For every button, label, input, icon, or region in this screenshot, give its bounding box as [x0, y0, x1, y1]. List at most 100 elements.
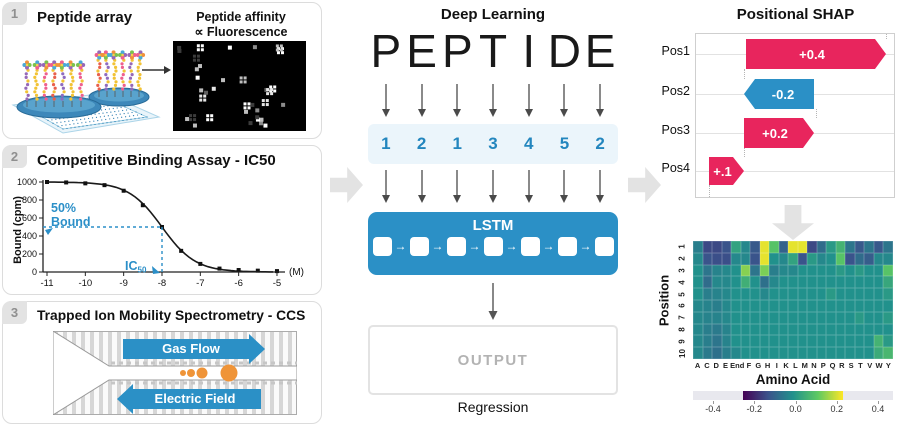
heatmap-row-label: 2: [677, 256, 687, 261]
heatmap-cell: [721, 288, 732, 300]
shap-heatmap: [693, 241, 893, 359]
fluorescence-spot: [200, 44, 204, 48]
fluorescence-spot: [177, 48, 182, 53]
shap-row-label: Pos3: [661, 123, 691, 137]
heatmap-cell: [854, 323, 865, 336]
heatmap-col-label: D: [713, 361, 719, 370]
heatmap-cell: [778, 300, 789, 312]
fluorescence-spot: [210, 118, 214, 122]
heatmap-cell: [759, 264, 770, 277]
heatmap-cell: [712, 276, 722, 289]
heatmap-cell: [721, 311, 732, 324]
heatmap-col-label: W: [875, 361, 883, 370]
lstm-cell: [372, 237, 392, 256]
heatmap-cell: [769, 347, 779, 359]
heatmap-cell: [807, 288, 817, 300]
fluorescence-spot: [239, 80, 243, 84]
heatmap-colorbar: [693, 391, 893, 400]
heatmap-cell: [721, 252, 732, 265]
data-point: [255, 268, 260, 273]
heatmap-cell: [778, 323, 789, 336]
heatmap-cell: [835, 288, 846, 300]
fluorescence-spot: [280, 51, 284, 55]
peptide-array-illustration: [11, 50, 161, 134]
heatmap-cell: [788, 264, 798, 277]
heatmap-cell: [816, 323, 827, 336]
fluorescence-spot: [239, 76, 243, 80]
half-bound-label-2: Bound: [51, 215, 91, 229]
heatmap-cell: [721, 300, 732, 312]
heatmap-cell: [759, 311, 770, 324]
heatmap-cell: [759, 323, 770, 336]
heatmap-cell: [778, 335, 789, 348]
lstm-box: LSTM →→→→→→: [368, 212, 618, 275]
ic50-annotation: IC50: [125, 259, 147, 275]
lstm-cells-row: →→→→→→: [372, 237, 614, 256]
down-arrow-icon: [560, 84, 569, 117]
data-point: [236, 268, 241, 273]
fluorescence-spot: [279, 44, 283, 48]
heatmap-cell: [826, 276, 836, 289]
heatmap-cell: [873, 347, 884, 359]
heatmap-cell: [702, 288, 713, 300]
fluorescence-spot: [279, 48, 283, 52]
heatmap-cell: [740, 335, 751, 348]
heatmap-row-label: 3: [677, 268, 687, 273]
fluorescence-spot: [258, 121, 263, 126]
heatmap-cell: [826, 311, 836, 324]
heatmap-cell: [883, 335, 893, 348]
heatmap-cell: [864, 276, 874, 289]
x-tick-label: -10: [78, 278, 92, 289]
heatmap-cell: [778, 252, 789, 265]
ion-particle: [187, 369, 195, 377]
fluorescence-spot: [196, 54, 200, 58]
colorbar-tick: [836, 401, 838, 404]
heatmap-cell: [788, 300, 798, 312]
heatmap-col-label: L: [793, 361, 798, 370]
affinity-caption: Peptide affinity ∝ Fluorescence: [171, 10, 311, 40]
heatmap-cell: [864, 300, 874, 312]
heatmap-cell: [835, 311, 846, 324]
heatmap-col-label: H: [764, 361, 771, 370]
heatmap-cell: [873, 300, 884, 312]
lstm-cell: [446, 237, 466, 256]
down-arrow-icon: [381, 170, 390, 203]
x-tick-label: -9: [119, 278, 127, 289]
heatmap-cell: [807, 335, 817, 348]
colorbar-tick: [713, 401, 714, 404]
heatmap-cell: [807, 323, 817, 336]
heatmap-cell: [807, 264, 817, 277]
heatmap-cell: [797, 241, 808, 253]
heatmap-cell: [731, 252, 741, 265]
heatmap-cell: [759, 347, 770, 359]
shap-bar: +.1: [709, 157, 744, 185]
heatmap-cell: [702, 264, 713, 277]
heatmap-cell: [759, 300, 770, 312]
heatmap-xlabel: Amino Acid: [755, 372, 831, 387]
heatmap-row-label: 8: [677, 327, 687, 332]
y-tick-label: 600: [22, 213, 37, 223]
heatmap-cell: [750, 264, 760, 277]
heatmap-cell: [864, 323, 874, 336]
fluorescence-spot: [281, 102, 286, 107]
heatmap-cell: [883, 276, 893, 289]
heatmap-cell: [769, 252, 779, 265]
shap-bar: +0.4: [746, 39, 886, 69]
heatmap-cell: [740, 347, 751, 359]
heatmap-cell: [835, 323, 846, 336]
electric-field-arrow: [117, 384, 261, 414]
lstm-cell-arrow-icon: →: [394, 239, 407, 253]
heatmap-cell: [854, 276, 865, 289]
heatmap-cell: [864, 335, 874, 348]
heatmap-cell: [721, 335, 732, 348]
fluorescence-spot: [255, 117, 260, 122]
heatmap-cell: [845, 276, 855, 289]
down-arrow-icon: [417, 84, 426, 117]
heatmap-row-label: 9: [677, 339, 687, 344]
heatmap-cell: [750, 347, 760, 359]
heatmap-cell: [854, 288, 865, 300]
heatmap-cell: [816, 252, 827, 265]
heatmap-cell: [740, 252, 751, 265]
fluorescence-spot: [206, 114, 210, 118]
heatmap-cell: [826, 288, 836, 300]
